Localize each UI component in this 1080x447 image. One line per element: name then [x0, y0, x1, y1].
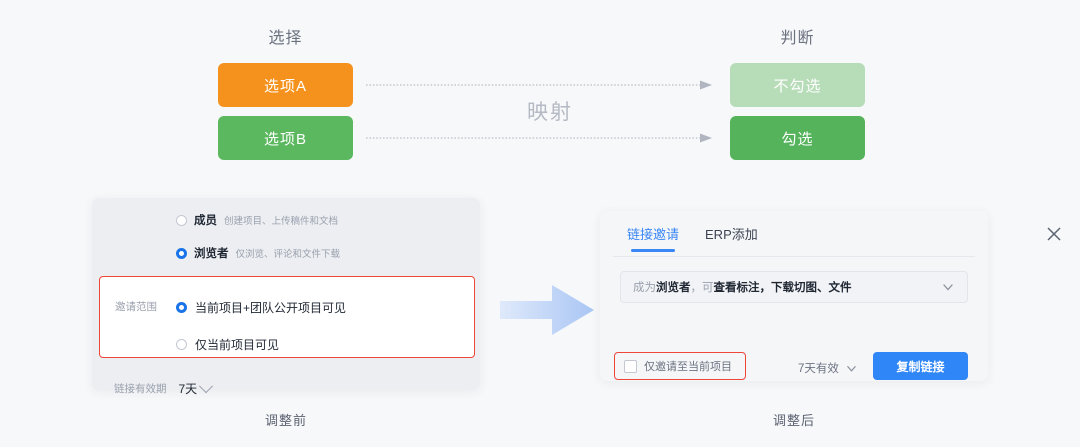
only-current-project-checkbox-row[interactable]: 仅邀请至当前项目: [614, 352, 746, 380]
chevron-down-icon: [847, 365, 856, 372]
expiry-value-text: 7天: [178, 382, 198, 396]
expiry-row[interactable]: 链接有效期 7天: [114, 378, 214, 397]
role-select-prefix: 成为: [633, 282, 656, 294]
map-box-option-b[interactable]: 选项B: [218, 116, 353, 160]
scope-field-label: 邀请范围: [115, 301, 157, 313]
tab-link-invite[interactable]: 链接邀请: [627, 224, 679, 252]
mapping-label: 映射: [527, 101, 573, 124]
chevron-down-icon: [199, 378, 214, 393]
role-desc-viewer: 仅浏览、评论和文件下载: [235, 249, 341, 260]
role-option-member[interactable]: 成员 创建项目、上传稿件和文档: [176, 212, 338, 228]
radio-icon-scope-1[interactable]: [176, 302, 187, 313]
column-title-select: 选择: [268, 30, 303, 47]
scope-option-1[interactable]: 当前项目+团队公开项目可见: [176, 299, 346, 316]
role-option-viewer[interactable]: 浏览者 仅浏览、评论和文件下载: [176, 245, 340, 261]
column-title-judge: 判断: [780, 30, 815, 47]
scope-highlight-box: [99, 276, 475, 358]
radio-icon-member[interactable]: [176, 214, 187, 226]
only-current-project-label: 仅邀请至当前项目: [644, 361, 732, 373]
scope-option-2[interactable]: 仅当前项目可见: [176, 336, 279, 353]
caption-before: 调整前: [264, 413, 307, 428]
transition-arrow-icon: [500, 285, 594, 335]
tabs-row: 链接邀请 ERP添加: [627, 224, 758, 252]
tab-divider: [613, 256, 975, 257]
map-box-unchecked[interactable]: 不勾选: [730, 63, 865, 107]
role-select-role: 浏览者: [656, 282, 691, 294]
tab-erp-add[interactable]: ERP添加: [705, 227, 758, 242]
role-select-text: 成为浏览者，可查看标注，下载切图、文件: [633, 279, 852, 295]
role-select-separator: ，可: [690, 282, 714, 294]
scope-option-2-label: 仅当前项目可见: [195, 338, 280, 352]
close-icon[interactable]: [1046, 226, 1062, 242]
role-name-viewer: 浏览者: [194, 248, 229, 260]
connector-arrow-option-b: [366, 133, 712, 143]
copy-link-button[interactable]: 复制链接: [873, 352, 968, 380]
radio-icon-viewer[interactable]: [176, 247, 187, 259]
checkbox-icon-only-current[interactable]: [624, 359, 637, 373]
role-select-dropdown[interactable]: 成为浏览者，可查看标注，下载切图、文件: [620, 271, 968, 303]
role-name-member: 成员: [194, 215, 217, 227]
map-box-checked[interactable]: 勾选: [730, 116, 865, 160]
caption-after: 调整后: [772, 413, 815, 428]
expiry-value-dropdown[interactable]: 7天: [178, 378, 214, 397]
role-desc-member: 创建项目、上传稿件和文档: [224, 216, 339, 227]
map-box-option-a[interactable]: 选项A: [218, 63, 353, 107]
role-select-permissions: 查看标注，下载切图、文件: [713, 282, 852, 294]
validity-text: 7天有效: [798, 363, 839, 375]
validity-dropdown[interactable]: 7天有效: [798, 360, 858, 376]
scope-option-1-label: 当前项目+团队公开项目可见: [195, 301, 347, 315]
expiry-label: 链接有效期: [114, 383, 167, 395]
connector-arrow-option-a: [366, 80, 712, 90]
chevron-down-icon: [943, 284, 953, 291]
radio-icon-scope-2[interactable]: [176, 339, 187, 350]
